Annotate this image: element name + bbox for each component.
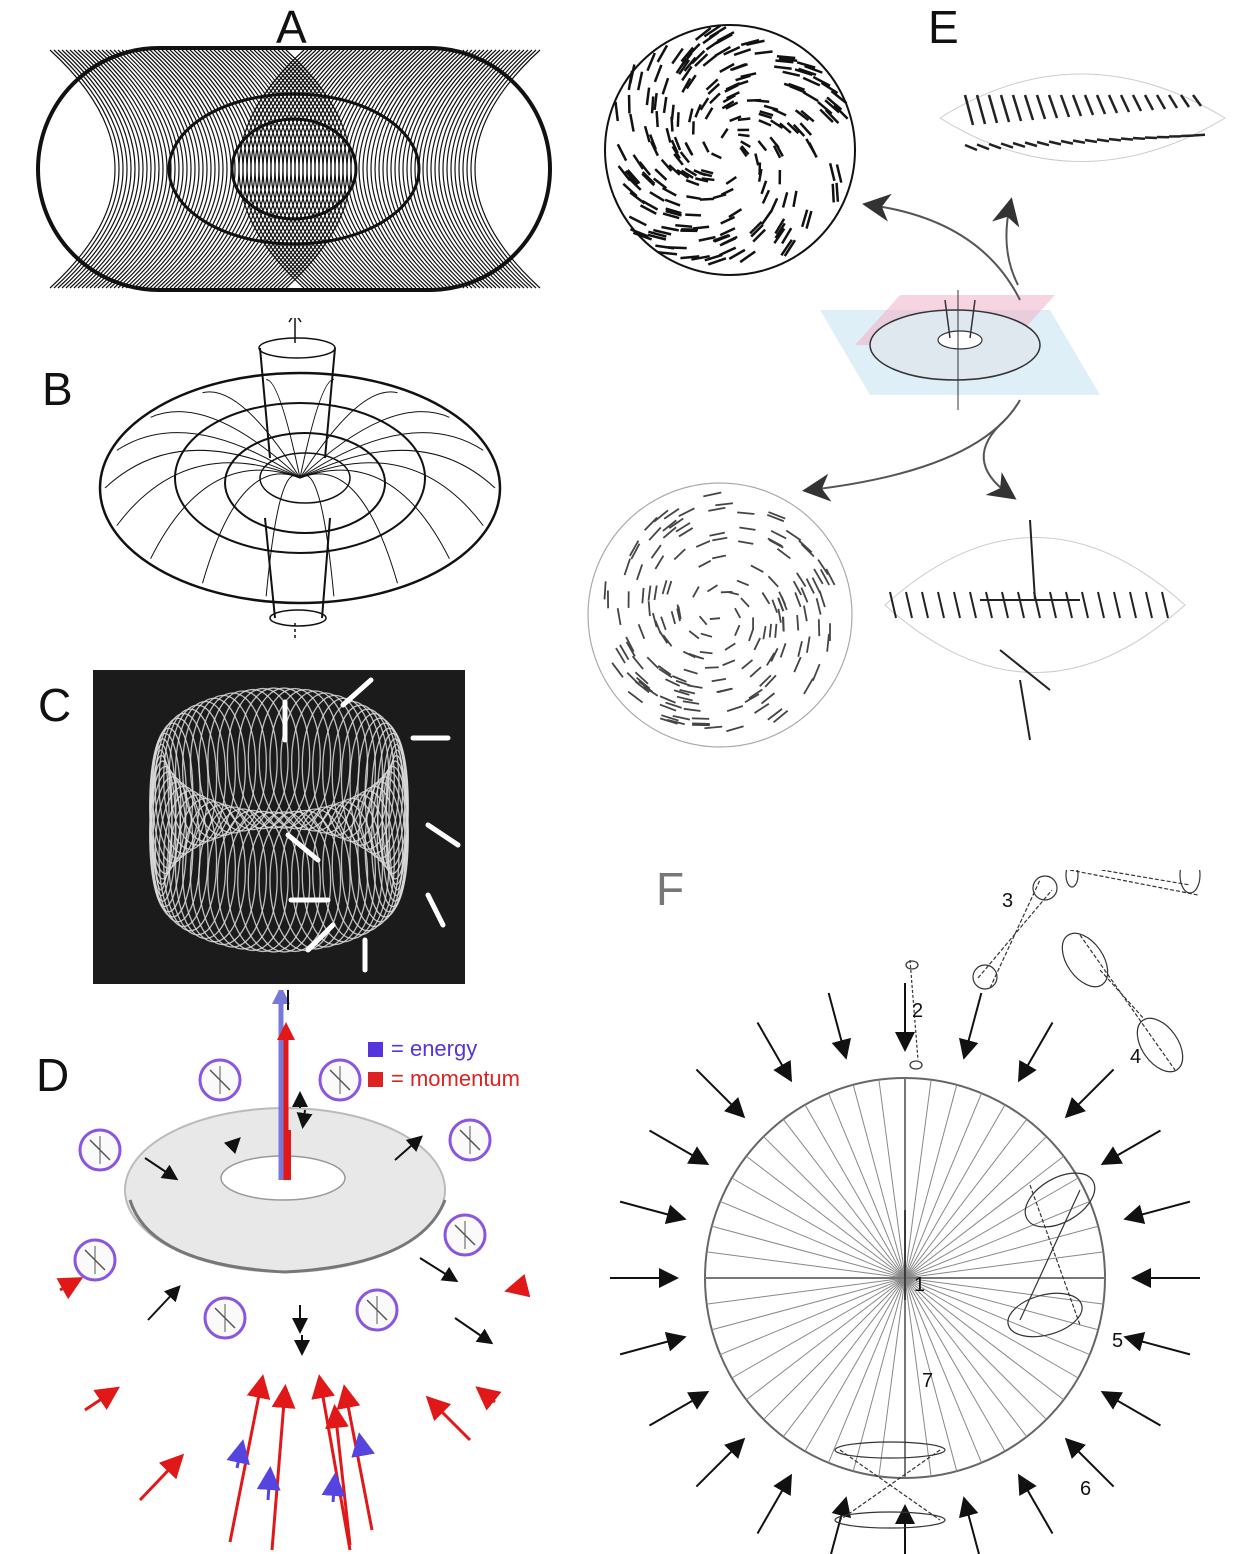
marker-1: 1: [914, 1274, 925, 1297]
nested-tori-drawing: [90, 318, 510, 648]
panel-d-torus-flow: [0, 990, 560, 1554]
panel-b-nested-tori: [90, 318, 510, 648]
cross-sections-drawing: [580, 0, 1238, 760]
panel-label-b: B: [42, 366, 73, 412]
panel-label-c: C: [38, 682, 71, 728]
torus-flow-drawing: [0, 990, 560, 1554]
radial-diagram-drawing: [600, 870, 1238, 1554]
marker-2: 2: [912, 1000, 923, 1023]
marker-4: 4: [1130, 1046, 1141, 1069]
marker-3: 3: [1002, 890, 1013, 913]
torus-wireframe-drawing: [30, 40, 560, 298]
panel-f-radial-diagram: 1 2 3 4 5 6 7: [600, 870, 1238, 1554]
panel-a-torus-wireframe: [30, 40, 560, 298]
slinky-drawing: [93, 670, 465, 984]
marker-5: 5: [1112, 1330, 1123, 1353]
marker-6: 6: [1080, 1478, 1091, 1501]
slinky-torus-photo: [93, 670, 465, 984]
panel-e-cross-sections: [580, 0, 1238, 760]
marker-7: 7: [922, 1370, 933, 1393]
